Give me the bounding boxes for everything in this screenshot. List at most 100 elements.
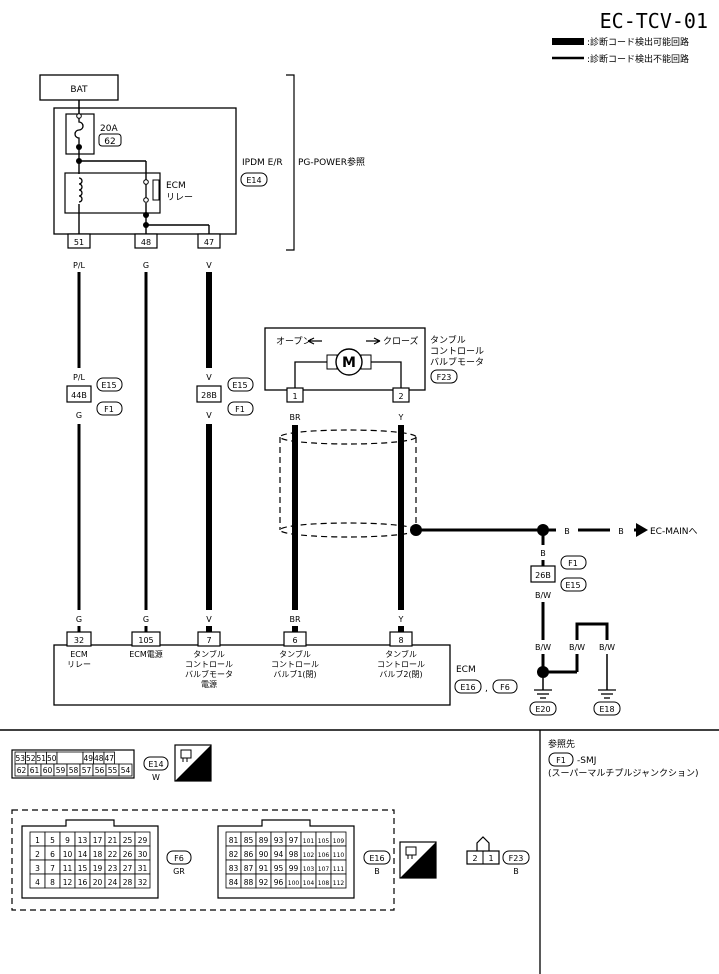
svg-text:1: 1: [292, 392, 297, 401]
svg-text:F1: F1: [104, 405, 114, 414]
legend-thin-label: :診断コード検出不能回路: [587, 53, 689, 65]
motor-icon: [335, 348, 363, 376]
fuse-icon: [74, 116, 84, 144]
ecm-pin-6: [283, 631, 307, 647]
svg-text:E15: E15: [565, 581, 580, 590]
svg-text:1: 1: [488, 854, 493, 863]
pin-number: 13: [78, 836, 88, 845]
svg-text:E16: E16: [460, 683, 475, 692]
connector-frame: [11, 809, 395, 911]
svg-text:28B: 28B: [201, 391, 217, 400]
coil-icon: [78, 177, 83, 203]
svg-text:B/W: B/W: [569, 643, 585, 652]
pin-number: 107: [318, 866, 330, 873]
pin-number: 60: [43, 766, 53, 775]
pin-number: 83: [229, 864, 239, 873]
pin-number: 94: [274, 850, 284, 859]
motor-open-label: オープン: [276, 336, 311, 347]
svg-text:コントロール: コントロール: [377, 660, 425, 669]
shield-bottom: [279, 522, 417, 538]
svg-text:G: G: [76, 615, 82, 624]
pin-number: 103: [303, 866, 315, 873]
svg-text:バルブモータ: バルブモータ: [430, 356, 484, 368]
legend-thick-line: [552, 38, 584, 45]
jc-28b: [196, 385, 222, 403]
svg-text:F6: F6: [500, 683, 510, 692]
hs-badge: H.S.: [174, 744, 212, 782]
pin-number: 50: [47, 754, 57, 763]
ecm-box: [53, 644, 451, 706]
svg-text:GR: GR: [173, 867, 185, 876]
pin-number: 91: [259, 864, 269, 873]
motor-pin-1: [286, 387, 304, 403]
fuse-no: 62: [104, 137, 115, 147]
svg-text:47: 47: [204, 238, 214, 247]
connector-view-e14: [11, 749, 135, 779]
pin-number: 5: [50, 836, 55, 845]
pin-number: 54: [121, 766, 131, 775]
svg-text:P/L: P/L: [73, 261, 86, 270]
motor-box: [264, 327, 426, 391]
pin-number: 20: [93, 878, 103, 887]
svg-text:G: G: [76, 411, 82, 420]
svg-text:BR: BR: [289, 413, 300, 422]
svg-text:6: 6: [292, 636, 297, 645]
svg-text:105: 105: [138, 636, 153, 645]
pin-number: 14: [78, 850, 88, 859]
e14-blank: [56, 751, 84, 765]
pin-number: 95: [274, 864, 284, 873]
ipdm-pin-48: [134, 233, 158, 249]
f6-pin: [134, 873, 151, 889]
pin-number: 23: [108, 864, 118, 873]
svg-text:H.S.: H.S.: [415, 867, 434, 876]
ecm-terminals: 32 105 7 6 8: [66, 631, 413, 647]
pin-number: 15: [78, 864, 88, 873]
svg-text:コントロール: コントロール: [271, 660, 319, 669]
motor-pin-2: [392, 387, 410, 403]
pin-number: 53: [15, 754, 25, 763]
svg-text:ECM電源: ECM電源: [129, 650, 163, 659]
pin-number: 11: [63, 864, 73, 873]
svg-text:タンブル: タンブル: [430, 334, 466, 346]
pin-number: 3: [35, 864, 40, 873]
svg-text:V: V: [206, 615, 212, 624]
ec-main-ref: EC-MAINへ: [650, 527, 698, 537]
pin-number: 108: [318, 880, 330, 887]
pin-number: 89: [259, 836, 269, 845]
pin-number: 56: [95, 766, 105, 775]
hs-badge: H.S.: [399, 841, 437, 879]
legend-thick-label: :診断コード検出可能回路: [587, 36, 689, 48]
svg-text:Y: Y: [398, 615, 404, 624]
pin-number: 88: [244, 878, 254, 887]
svg-text:BR: BR: [289, 615, 300, 624]
pin-number: 27: [123, 864, 133, 873]
pin-number: 31: [138, 864, 148, 873]
svg-text:ECM: ECM: [70, 650, 88, 659]
ipdm-pin-47: [197, 233, 221, 249]
ecm-pin-32: [66, 631, 92, 647]
jc-44b: [66, 385, 92, 403]
ref-title: 参照先: [548, 738, 575, 750]
ipdm-pin-51: [67, 233, 91, 249]
ground-icon: [598, 689, 616, 699]
pin-number: 22: [108, 850, 118, 859]
ecm-label: ECM: [456, 665, 476, 675]
svg-text:E15: E15: [232, 381, 247, 390]
pin-number: 9: [65, 836, 70, 845]
svg-text:W: W: [152, 773, 160, 782]
svg-text:B: B: [618, 527, 624, 536]
svg-text:(スーパーマルチプルジャンクション): (スーパーマルチプルジャンクション): [548, 768, 698, 779]
svg-text:B/W: B/W: [535, 591, 551, 600]
pin-number: 100: [288, 880, 300, 887]
svg-text:F23: F23: [509, 854, 524, 863]
ground-icon: [534, 689, 552, 699]
svg-text:44B: 44B: [71, 391, 87, 400]
relay-box: [64, 172, 161, 214]
pin-number: 47: [104, 754, 114, 763]
ecm-pin-105: [131, 631, 161, 647]
pin-number: 32: [138, 878, 148, 887]
pin-number: 99: [289, 864, 299, 873]
svg-text:タンブル: タンブル: [193, 649, 225, 659]
